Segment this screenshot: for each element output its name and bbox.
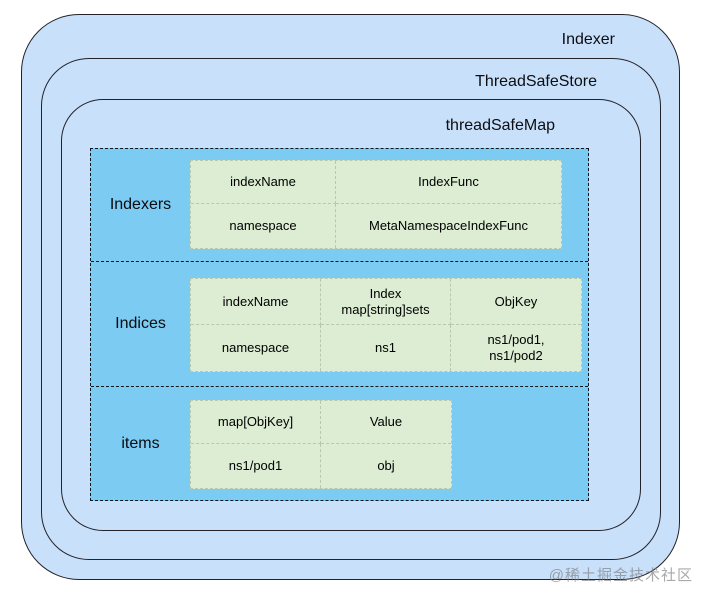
table-cell: obj — [377, 458, 395, 473]
nested-box-indexer: Indexer ThreadSafeStore threadSafeMap In… — [21, 14, 680, 580]
threadsafestore-label: ThreadSafeStore — [475, 73, 597, 90]
juejin-watermark: @稀土掘金技术社区 — [548, 567, 693, 584]
table-cell: indexName — [191, 279, 321, 325]
nested-box-threadsafemap: threadSafeMap Indexers indexName IndexFu… — [61, 99, 641, 531]
threadsafemap-label: threadSafeMap — [445, 117, 555, 134]
items-table: map[ObjKey] Value ns1/pod1 obj — [190, 400, 452, 489]
table-cell: ns1 — [321, 325, 451, 371]
section-indices: Indices indexName Index map[string]sets … — [91, 261, 588, 386]
table-cell: map[ObjKey] — [191, 401, 321, 444]
table-cell: Index map[string]sets — [321, 279, 451, 325]
nested-box-threadsafestore: ThreadSafeStore threadSafeMap Indexers i… — [41, 58, 661, 560]
threadsafemap-fields-container: Indexers indexName IndexFunc namespace M… — [90, 148, 589, 501]
table-cell: namespace — [191, 325, 321, 371]
table-cell: ns1/pod1 — [191, 444, 321, 488]
table-cell: MetaNamespaceIndexFunc — [369, 218, 528, 233]
table-cell: namespace — [191, 204, 336, 248]
table-cell: indexName — [191, 161, 336, 204]
table-cell: Value — [321, 401, 451, 444]
table-cell: IndexFunc — [336, 161, 561, 204]
table-cell: ObjKey — [451, 279, 581, 325]
indexer-label: Indexer — [561, 31, 615, 48]
section-indexers: Indexers indexName IndexFunc namespace M… — [91, 149, 588, 261]
indices-table: indexName Index map[string]sets ObjKey n… — [190, 278, 582, 372]
table-cell: ns1/pod1, ns1/pod2 — [487, 332, 545, 363]
section-indices-label: Indices — [115, 315, 166, 332]
section-items: items map[ObjKey] Value ns1/pod1 obj — [91, 386, 588, 500]
section-items-label: items — [121, 434, 160, 452]
section-indexers-label: Indexers — [109, 196, 172, 213]
indexers-table: indexName IndexFunc namespace MetaNamesp… — [190, 160, 562, 249]
